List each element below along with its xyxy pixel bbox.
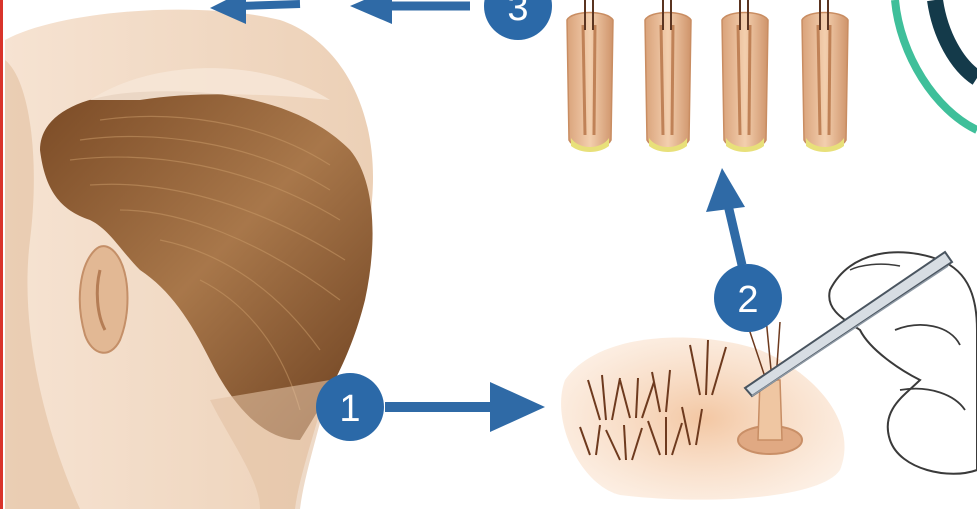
step-badge-2: 2 [714,264,782,332]
arrowhead-step-2 [706,168,745,212]
logo-arcs [895,0,977,130]
arrowhead-step-3 [350,0,392,24]
step-number: 1 [339,388,360,430]
graft [645,0,691,152]
donor-skin-patch [561,318,844,500]
step-number: 3 [507,0,528,29]
graft [567,0,613,152]
head-illustration [5,10,373,509]
follicle-grafts [567,0,848,152]
step-badge-3: 3 [484,0,552,40]
step-badge-1: 1 [316,373,384,441]
ear [80,246,128,353]
frame-edge [0,0,3,509]
arrowhead-step-1 [490,382,545,432]
step-number: 2 [737,279,758,321]
graft [722,0,768,152]
graft [802,0,848,152]
arrow-step-2 [728,205,742,265]
arrow-step-3-tail [240,4,300,6]
